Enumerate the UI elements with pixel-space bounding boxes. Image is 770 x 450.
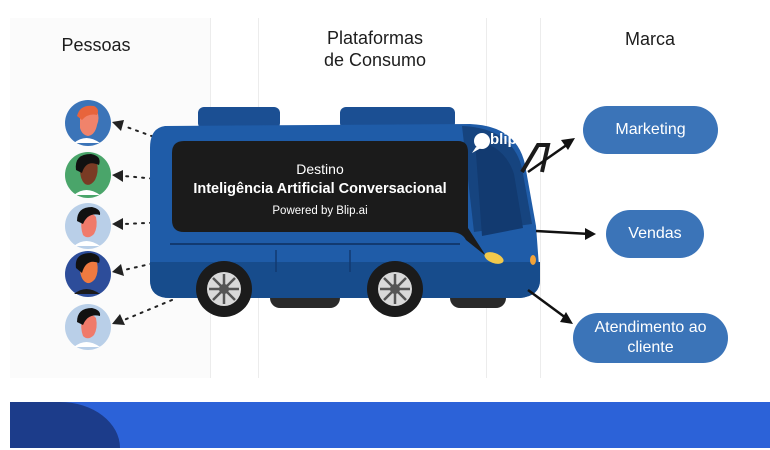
blip-logo-icon <box>472 133 490 153</box>
arrowhead-icon <box>112 120 124 131</box>
wheel-rear <box>367 261 423 317</box>
destination-title: Inteligência Artificial Conversacional <box>193 181 447 197</box>
column-divider <box>540 18 541 378</box>
avatar-person-4 <box>65 251 111 297</box>
heading-platforms-line1: Plataformas <box>326 28 424 48</box>
avatar-person-3 <box>65 203 111 249</box>
pill-marketing: Marketing <box>583 106 718 154</box>
wheel-front <box>196 261 252 317</box>
footer-band <box>10 402 770 448</box>
bus-mirror <box>520 143 551 174</box>
arrowhead-icon <box>560 312 573 324</box>
arrowhead-icon <box>112 218 123 230</box>
arrow-to-atendimento <box>527 288 567 320</box>
pill-atendimento: Atendimento ao cliente <box>573 313 728 363</box>
bus-logo-text: blip <box>490 131 517 148</box>
arrowhead-icon <box>112 314 125 325</box>
arrowhead-icon <box>585 228 596 240</box>
avatar-person-1 <box>65 100 111 146</box>
bus <box>150 107 551 317</box>
dotted-connector <box>123 299 173 321</box>
arrowhead-icon <box>112 264 124 276</box>
powered-by-text: Powered by Blip.ai <box>272 205 368 217</box>
arrow-to-vendas <box>535 229 591 236</box>
destination-screen <box>172 141 486 256</box>
arrow-to-marketing <box>527 142 569 174</box>
avatar-person-2 <box>65 152 111 198</box>
heading-people: Pessoas <box>61 35 131 55</box>
arrowhead-icon <box>561 138 575 150</box>
destination-label: Destino <box>296 161 344 177</box>
heading-brand: Marca <box>624 29 675 49</box>
pill-vendas: Vendas <box>606 210 704 258</box>
headlight <box>484 252 504 264</box>
heading-platforms: Plataformas de Consumo <box>290 27 460 71</box>
avatar-person-5 <box>65 304 111 350</box>
arrowhead-icon <box>112 170 123 182</box>
heading-platforms-line2: de Consumo <box>323 50 427 70</box>
